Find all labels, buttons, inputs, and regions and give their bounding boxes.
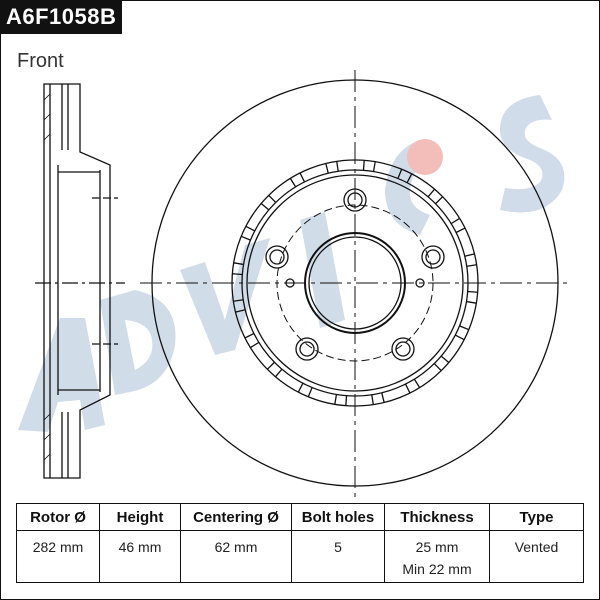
watermark-dot bbox=[407, 139, 443, 175]
hat-vent-notches bbox=[232, 160, 478, 406]
vent-notch bbox=[427, 188, 444, 205]
value-thickness: 25 mm Min 22 mm bbox=[384, 530, 490, 583]
disc-side-profile bbox=[35, 83, 125, 479]
value-height: 46 mm bbox=[99, 530, 181, 583]
header-type: Type bbox=[489, 503, 584, 531]
vent-notch bbox=[450, 217, 466, 234]
bolt-hole bbox=[295, 337, 319, 361]
value-thickness-nominal: 25 mm bbox=[415, 539, 459, 555]
bolt-hole bbox=[395, 341, 411, 357]
value-type: Vented bbox=[489, 530, 584, 583]
vent-notch bbox=[266, 361, 283, 378]
header-thickness: Thickness bbox=[384, 503, 490, 531]
vent-notch bbox=[289, 172, 306, 188]
vent-notch bbox=[233, 299, 246, 313]
vent-notch bbox=[464, 253, 477, 267]
bolt-hole bbox=[421, 245, 445, 269]
vent-notch bbox=[433, 355, 450, 372]
profile-hat bbox=[57, 165, 101, 395]
vent-notch bbox=[397, 168, 413, 184]
watermark-letter-a bbox=[18, 318, 105, 432]
vent-notch bbox=[244, 332, 260, 349]
watermark-letter-d bbox=[100, 290, 176, 395]
spec-value-row: 282 mm 46 mm 62 mm 5 25 mm Min 22 mm Ven… bbox=[16, 530, 584, 583]
vent-notch bbox=[260, 194, 277, 211]
part-number: A6F1058B bbox=[0, 0, 123, 34]
bolt-holes bbox=[265, 188, 445, 361]
spec-header-row: Rotor Ø Height Centering Ø Bolt holes Th… bbox=[16, 503, 584, 531]
bolt-hole bbox=[391, 337, 415, 361]
value-bolt-holes: 5 bbox=[291, 530, 385, 583]
locating-hole bbox=[415, 278, 425, 288]
vent-notch bbox=[362, 160, 376, 172]
watermark-letter-s bbox=[500, 95, 565, 213]
disc-front-view bbox=[140, 70, 570, 497]
vent-notch bbox=[371, 392, 385, 405]
header-rotor-diameter: Rotor Ø bbox=[16, 503, 100, 531]
value-centering-diameter: 62 mm bbox=[180, 530, 292, 583]
hat-inner-ring bbox=[246, 174, 464, 392]
header-height: Height bbox=[99, 503, 181, 531]
vent-notch bbox=[240, 225, 256, 241]
value-rotor-diameter: 282 mm bbox=[16, 530, 100, 583]
bolt-hole bbox=[265, 245, 289, 269]
vent-notch bbox=[404, 378, 421, 394]
bolt-hole bbox=[269, 249, 285, 265]
watermark-letter-i bbox=[300, 212, 345, 328]
vent-notch bbox=[466, 290, 478, 304]
profile-hatching bbox=[43, 93, 51, 461]
header-centering-diameter: Centering Ø bbox=[180, 503, 292, 531]
vent-notch bbox=[232, 262, 244, 276]
view-label: Front bbox=[17, 50, 64, 72]
vent-notch bbox=[325, 161, 339, 174]
spec-table: Rotor Ø Height Centering Ø Bolt holes Th… bbox=[16, 503, 584, 583]
vent-notch bbox=[297, 382, 313, 398]
profile-outline bbox=[43, 83, 111, 479]
bolt-hole bbox=[425, 249, 441, 265]
value-thickness-min: Min 22 mm bbox=[402, 561, 472, 577]
vent-notch bbox=[334, 394, 348, 406]
bolt-hole bbox=[299, 341, 315, 357]
vent-notch bbox=[454, 325, 470, 341]
header-bolt-holes: Bolt holes bbox=[291, 503, 385, 531]
